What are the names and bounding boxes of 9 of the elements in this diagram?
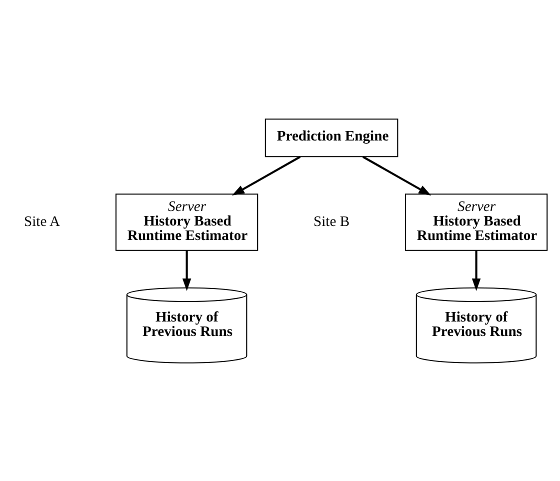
arrow [362,155,432,196]
label: Site A [24,214,60,230]
arrow [232,155,301,196]
node-box: Server History Based Runtime Estimator [115,193,258,250]
arrow [472,250,481,290]
arrow [182,250,192,290]
node-box: Server History Based Runtime Estimator [404,193,548,250]
node-box: Prediction Engine [264,118,398,157]
label: Site B [314,214,350,230]
